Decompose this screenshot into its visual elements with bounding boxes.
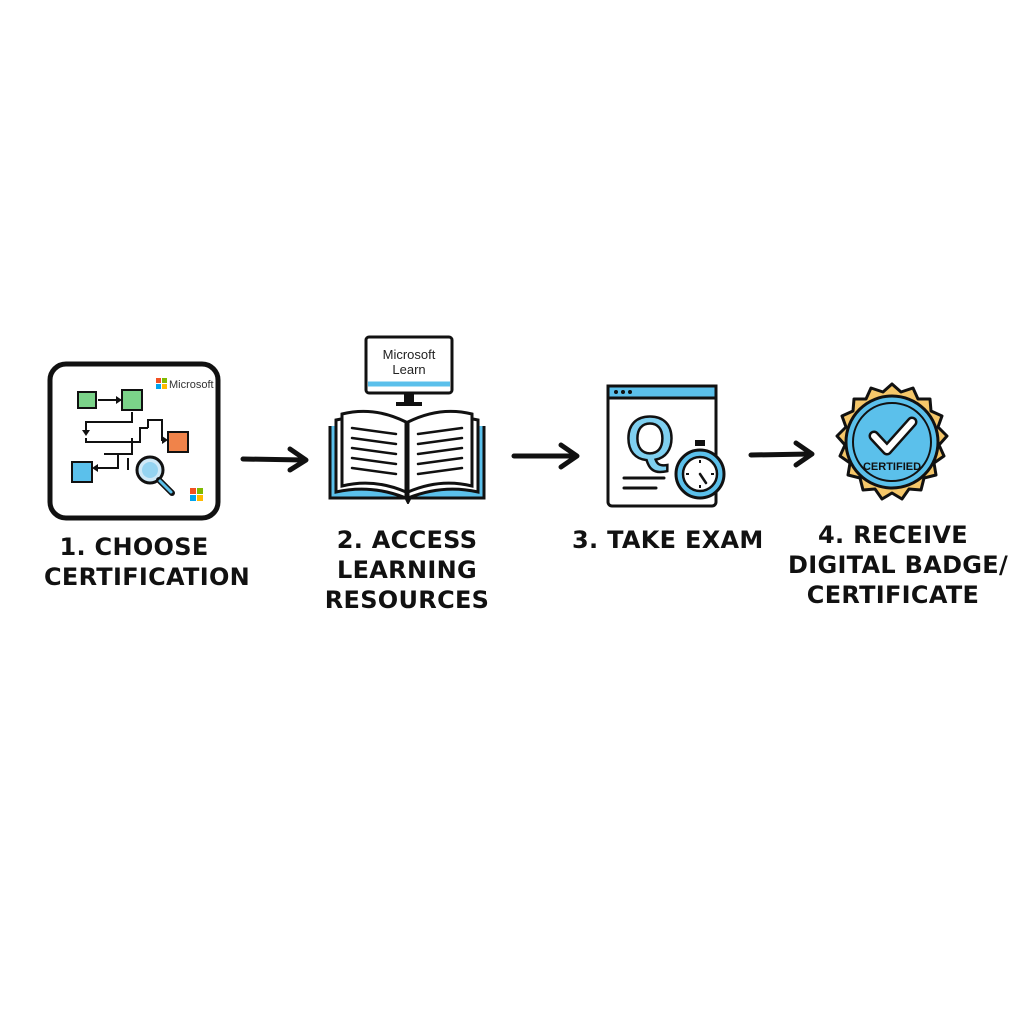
step-4-label: 4. RECEIVE DIGITAL BADGE/ CERTIFICATE (788, 520, 1009, 610)
step-3-line-1: 3. TAKE EXAM (572, 526, 764, 554)
step-1-label: 1. CHOOSE CERTIFICATION (44, 532, 251, 592)
arrow-right-icon (748, 440, 815, 468)
exam-window-icon: Q (606, 384, 726, 508)
step-3-label: 3. TAKE EXAM (572, 525, 764, 555)
open-book-icon: Microsoft Learn (328, 335, 486, 504)
badge-text: CERTIFIED (863, 461, 921, 473)
microsoft-logo-text: Microsoft (169, 379, 214, 391)
step-4-line-2: DIGITAL BADGE/ (788, 551, 1009, 579)
certified-badge-icon: CERTIFIED (835, 382, 949, 501)
step-2-line-3: RESOURCES (324, 586, 490, 614)
step-1-line-2: CERTIFICATION (44, 563, 251, 591)
certification-path-icon: Microsoft (47, 361, 221, 521)
arrow-right-icon (511, 442, 580, 470)
step-2-line-2: LEARNING (337, 556, 477, 584)
exam-q-letter: Q (626, 405, 674, 474)
step-1-line-1: 1. CHOOSE (59, 533, 209, 561)
stopwatch-icon (674, 440, 726, 500)
step-4-line-1: 4. RECEIVE (818, 521, 968, 549)
step-2-label: 2. ACCESS LEARNING RESOURCES (316, 525, 498, 615)
step-2-line-1: 2. ACCESS (336, 526, 478, 554)
monitor-line-1: Microsoft (383, 347, 436, 362)
monitor-line-2: Learn (392, 362, 425, 377)
monitor-icon: Microsoft Learn (364, 335, 454, 406)
arrow-right-icon (240, 446, 309, 473)
microsoft-logo-icon: Microsoft (156, 378, 214, 391)
step-4-line-3: CERTIFICATE (806, 581, 980, 609)
